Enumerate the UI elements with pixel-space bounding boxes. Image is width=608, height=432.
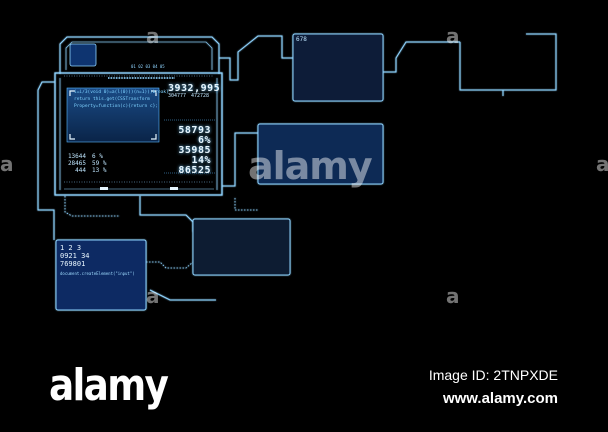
connector-top-right [219,35,293,81]
code-line: i=i/3(void 0)=a(l(0)))(n=1)))break} [74,90,169,95]
connector-bottom [149,289,216,301]
bottom-scale [64,181,214,190]
screen-corner-brackets [69,90,157,140]
watermark-center: alamy [248,144,373,188]
big-reading: 3932,995 [168,83,221,94]
small-table-value: 13644 [67,153,86,160]
small-table-value: 28465 [67,160,86,167]
main-screen [66,87,160,143]
stat-value: 86525 [178,165,211,176]
stat-value: 35985 [178,145,211,156]
panel-far-right-frame [459,33,557,91]
site-url: www.alamy.com [442,390,558,407]
small-table-value: 444 [75,167,86,174]
lower-panel-line: 769801 [60,260,86,268]
image-id: Image ID: 2TNPXDE [428,367,558,383]
watermark-a-icon: a [146,284,160,308]
connector-dotted-1 [64,196,120,217]
stat-percent: 6% [197,135,211,146]
watermark-a-icon: a [446,284,460,308]
watermark-a-icon: a [446,24,460,48]
panel-mid-right [257,123,384,185]
connector-to-far-right [383,41,460,73]
main-device-body [54,72,223,196]
lower-panel-code: document.createElement("input") [60,271,135,276]
main-device-top-frame [59,36,220,74]
small-table-percent: 59 % [92,160,107,167]
corner-label: 678 [296,36,307,43]
panel-lower-left [55,239,147,311]
connector-left [37,81,55,240]
panel-top-right [292,33,384,102]
alamy-logo: alamy [49,360,169,411]
watermark-a-icon: a [596,152,608,176]
small-table-percent: 13 % [92,167,107,174]
main-device-top-inner [65,41,213,70]
panel-center-lower [192,218,291,276]
sub-reading-a: 304777 [168,93,187,99]
connector-dotted-3 [234,198,258,211]
header-code: 01 02 03 04 05 [131,64,165,69]
side-dotted-lines [164,119,215,174]
lower-panel-line: 1 2 3 [60,244,82,252]
code-line: Property=function(c){return c}; [74,104,158,109]
stat-percent: 14% [191,155,211,166]
lower-panel-line: 0921 34 [60,252,90,260]
watermark-a-icon: a [0,152,14,176]
stat-value: 58793 [178,125,211,136]
top-scale-ticks [64,75,214,79]
connector-mid-right [222,132,258,187]
small-table-percent: 6 % [92,153,103,160]
code-line: return this.get(CSSTransform [74,97,150,102]
watermark-a-icon: a [146,24,160,48]
device-icon-square [69,43,97,67]
connector-dotted-2 [146,261,194,269]
connector-lower [139,196,194,232]
sub-reading-b: 472728 [191,93,210,99]
